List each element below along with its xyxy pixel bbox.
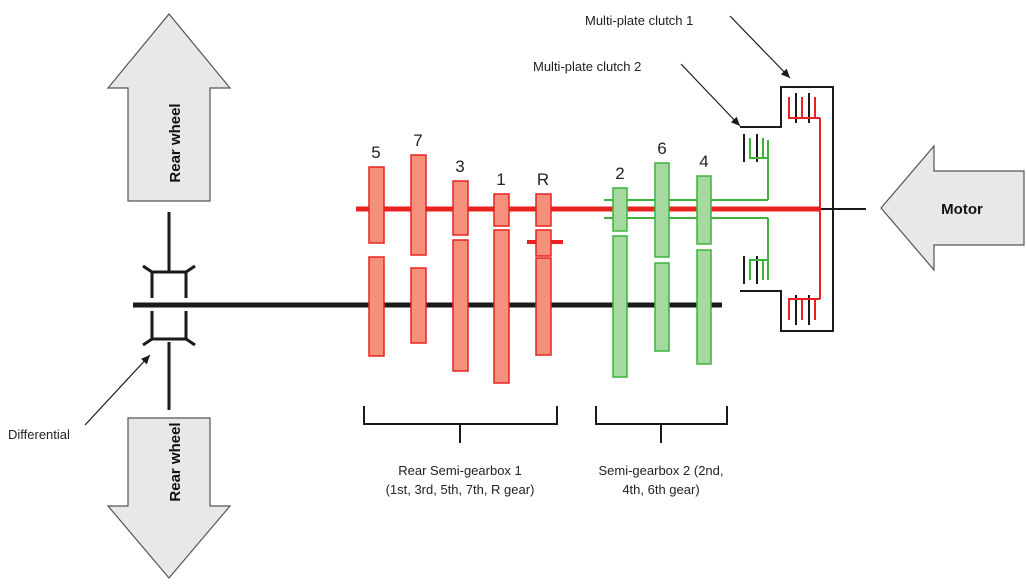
gear-label-7: 7 — [413, 131, 422, 150]
differential-pointer — [84, 354, 151, 426]
gear-label-6: 6 — [657, 139, 666, 158]
semi-gearbox-2-label-line2: 4th, 6th gear) — [622, 482, 699, 497]
gear-label-4: 4 — [699, 152, 708, 171]
semi-gearbox-1-bracket — [363, 406, 558, 443]
gear-5-driven — [368, 256, 385, 357]
gear-R-idler — [535, 229, 552, 257]
gear-4-driven — [696, 249, 712, 365]
gear-R-driven — [535, 257, 552, 356]
semi-gearbox-1-label-line1: Rear Semi-gearbox 1 — [398, 463, 522, 478]
clutch-1-label: Multi-plate clutch 1 — [585, 13, 693, 28]
gear-label-2: 2 — [615, 164, 624, 183]
gear-7-driven — [410, 267, 427, 344]
clutch-1-pointer — [729, 15, 791, 79]
rear-wheel-arrow-down: Rear wheel — [106, 417, 232, 579]
rear-wheel-arrow-up: Rear wheel — [106, 13, 232, 202]
gear-label-5: 5 — [371, 143, 380, 162]
differential — [142, 212, 196, 410]
gear-set-2 — [612, 162, 712, 378]
gear-R-drive — [535, 193, 552, 227]
rear-wheel-bottom-label: Rear wheel — [167, 422, 184, 501]
gear-2-driven — [612, 235, 628, 378]
gear-2-drive — [612, 187, 628, 232]
gear-3-driven — [452, 239, 469, 372]
gear-6-drive — [654, 162, 670, 258]
gear-7-drive — [410, 154, 427, 256]
semi-gearbox-2-label-line1: Semi-gearbox 2 (2nd, — [598, 463, 723, 478]
semi-gearbox-2-bracket — [595, 406, 728, 443]
clutch-housing — [740, 86, 834, 332]
semi-gearbox-1-label-line2: (1st, 3rd, 5th, 7th, R gear) — [386, 482, 535, 497]
gear-label-R: R — [537, 170, 549, 189]
motor-arrow: Motor — [880, 144, 1025, 272]
motor-label: Motor — [941, 201, 983, 218]
clutch-2-label: Multi-plate clutch 2 — [533, 59, 641, 74]
rear-wheel-top-label: Rear wheel — [167, 103, 184, 182]
multi-plate-clutch-1 — [788, 93, 821, 325]
differential-label: Differential — [8, 427, 70, 442]
gear-1-driven — [493, 229, 510, 384]
clutch-2-pointer — [680, 63, 741, 127]
gear-4-drive — [696, 175, 712, 245]
multi-plate-clutch-2 — [743, 134, 768, 284]
gear-5-drive — [368, 166, 385, 244]
gear-set-1 — [368, 154, 552, 384]
gear-6-driven — [654, 262, 670, 352]
input-shaft-outer — [604, 140, 769, 280]
gear-label-3: 3 — [455, 157, 464, 176]
gear-label-1: 1 — [496, 170, 505, 189]
gear-3-drive — [452, 180, 469, 236]
gear-1-drive — [493, 193, 510, 227]
